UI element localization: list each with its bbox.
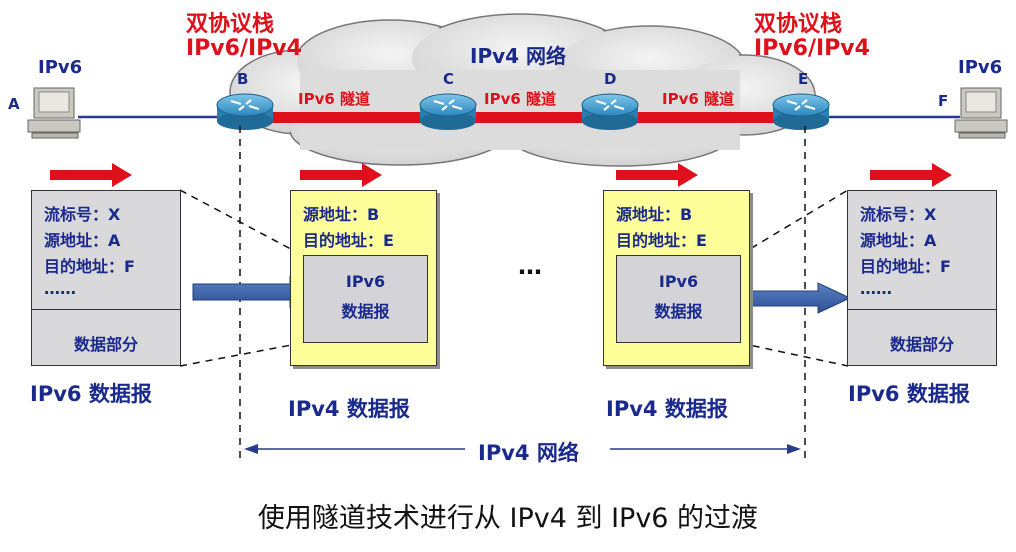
host-f-computer-icon [954, 87, 1008, 139]
tunnel-label-bc: IPv6 隧道 [298, 90, 371, 108]
dual-stack-right-subtitle: IPv6/IPv4 [754, 36, 870, 61]
right-packet-flow-label: 流标号：X [860, 205, 937, 224]
host-a-protocol: IPv6 [38, 57, 83, 78]
tunnel-bar-de [636, 112, 776, 123]
connector-right-top [739, 189, 849, 256]
left-packet-data-part: 数据部分 [73, 335, 138, 354]
mid-right-packet-dst: 目的地址：E [616, 231, 707, 250]
router-b-label: B [237, 70, 249, 88]
mid-right-inner-line1: IPv6 [658, 272, 699, 291]
router-d-label: D [604, 70, 617, 88]
tunnel-label-de: IPv6 隧道 [662, 90, 735, 108]
tunnel-bar-cd [474, 112, 588, 123]
right-packet-src: 源地址：A [860, 231, 937, 250]
mid-right-ipv4-packet: 源地址：B 目的地址：E IPv6 数据报 [603, 190, 750, 366]
red-arrow-2 [300, 163, 382, 187]
right-packet-ellipsis: …… [860, 279, 892, 298]
footer-title: 使用隧道技术进行从 IPv4 到 IPv6 的过渡 [257, 503, 759, 534]
left-packet-ellipsis: …… [44, 279, 76, 298]
host-a-computer-icon [27, 87, 81, 139]
router-c-label: C [443, 70, 455, 88]
right-ipv6-packet: 流标号：X 源地址：A 目的地址：F …… 数据部分 [847, 190, 997, 366]
left-ipv6-packet: 流标号：X 源地址：A 目的地址：F …… 数据部分 [31, 190, 181, 366]
bottom-network-arrow [244, 444, 801, 454]
cloud-network-label: IPv4 网络 [470, 44, 567, 68]
mid-left-ipv4-packet: 源地址：B 目的地址：E IPv6 数据报 [290, 190, 437, 366]
tunnel-bar-bc [272, 112, 424, 123]
tunnel-label-cd: IPv6 隧道 [484, 90, 557, 108]
right-packet-dst: 目的地址：F [860, 257, 951, 276]
dual-stack-left-subtitle: IPv6/IPv4 [186, 36, 302, 61]
right-packet-data-part: 数据部分 [889, 335, 954, 354]
connector-left-bottom [179, 342, 303, 367]
left-packet-caption: IPv6 数据报 [30, 382, 152, 406]
red-arrow-3 [616, 163, 698, 187]
left-packet-flow-label: 流标号：X [44, 205, 121, 224]
dual-stack-left-title: 双协议栈 [186, 12, 275, 37]
mid-left-packet-dst: 目的地址：E [303, 231, 394, 250]
mid-right-packet-caption: IPv4 数据报 [606, 397, 728, 421]
mid-left-inner-ipv6: IPv6 数据报 [303, 255, 428, 343]
bottom-network-label: IPv4 网络 [478, 441, 579, 465]
dual-stack-right-title: 双协议栈 [754, 12, 843, 37]
connector-left-top [179, 189, 303, 256]
red-arrow-1 [50, 163, 132, 187]
mid-right-packet-src: 源地址：B [616, 205, 693, 224]
red-arrow-4 [870, 163, 952, 187]
left-packet-dst: 目的地址：F [44, 257, 135, 276]
router-b-icon [216, 93, 274, 130]
connector-right-bottom [739, 342, 849, 367]
blue-arrow-right [732, 282, 852, 314]
mid-left-packet-caption: IPv4 数据报 [288, 397, 410, 421]
router-c-icon [419, 93, 477, 130]
mid-left-inner-line2: 数据报 [341, 302, 390, 321]
mid-right-inner-ipv6: IPv6 数据报 [616, 255, 741, 343]
host-f-label: F [938, 92, 949, 110]
mid-left-packet-src: 源地址：B [303, 205, 380, 224]
mid-left-inner-line1: IPv6 [345, 272, 386, 291]
router-e-label: E [798, 70, 809, 88]
mid-right-inner-line2: 数据报 [654, 302, 703, 321]
left-packet-src: 源地址：A [44, 231, 121, 250]
right-packet-caption: IPv6 数据报 [848, 382, 970, 406]
host-f-protocol: IPv6 [958, 57, 1003, 78]
host-a-label: A [8, 95, 20, 113]
middle-ellipsis: … [518, 252, 542, 280]
router-e-icon [772, 93, 830, 130]
router-d-icon [581, 93, 639, 130]
